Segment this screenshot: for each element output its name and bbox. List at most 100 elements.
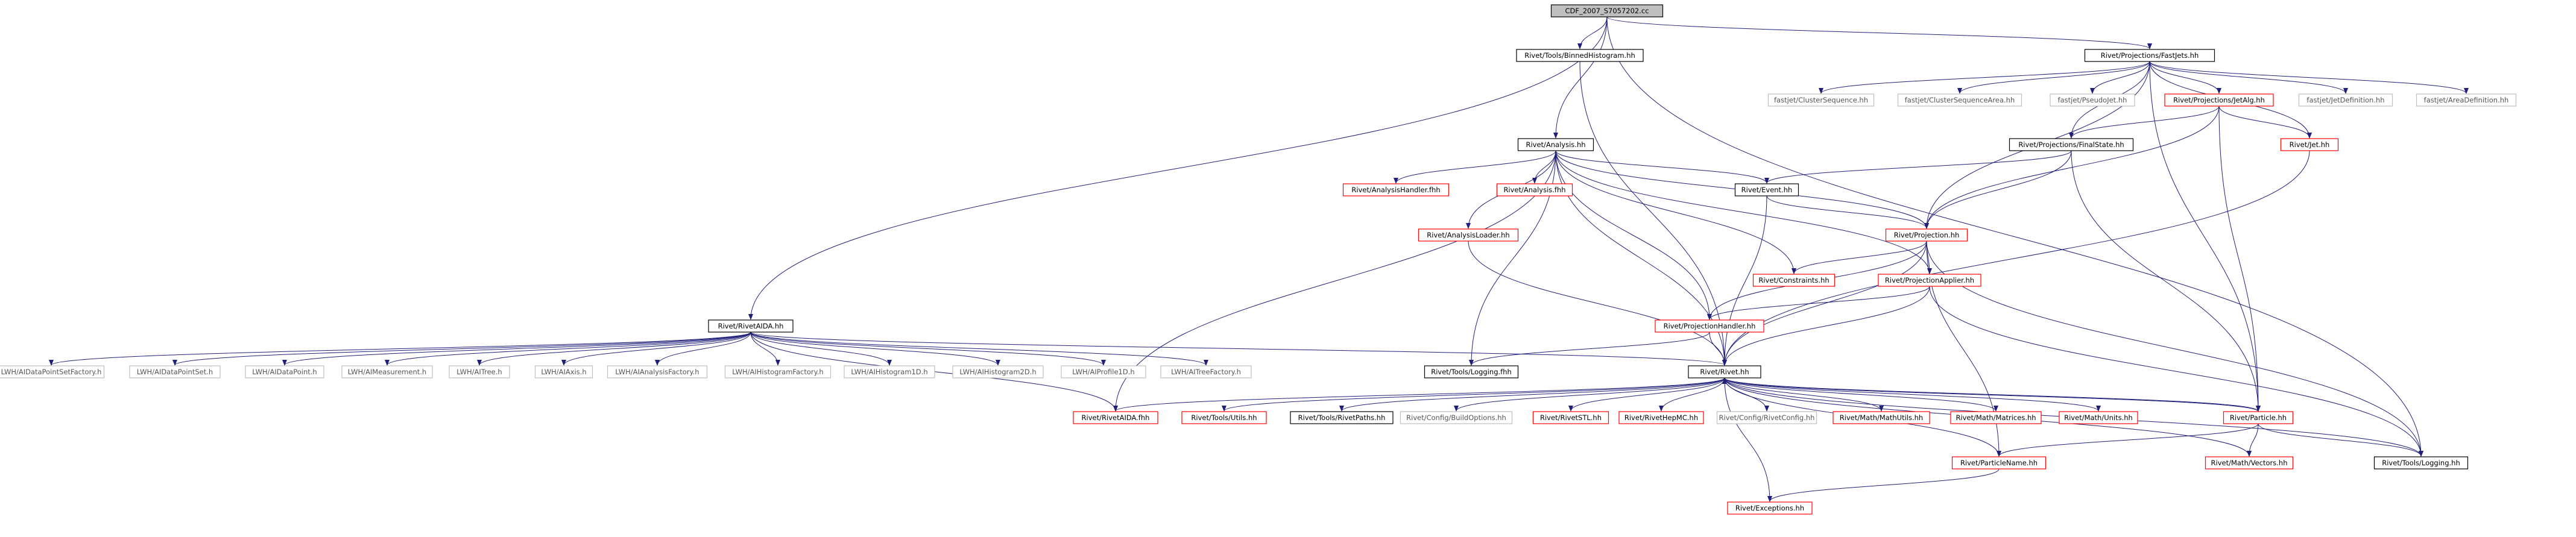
node-rivet-rivetstl-hh[interactable]: Rivet/RivetSTL.hh: [1532, 411, 1609, 424]
edge-rivetaida-to-lwh_h1d: [750, 331, 892, 366]
node-box: [1950, 411, 2042, 424]
edge-rivetaida-to-lwh_dp: [282, 331, 751, 366]
node-lwh-aiprofile1d-h: LWH/AIProfile1D.h: [1061, 365, 1146, 378]
node-box: [607, 365, 708, 378]
node-label: Rivet/Projection.hh: [1894, 231, 1960, 239]
edge-fastjets-to-jetalg: [2149, 61, 2221, 94]
node-box: [2084, 49, 2215, 62]
node-rivet-analysis-hh[interactable]: Rivet/Analysis.hh: [1517, 138, 1594, 151]
edge-particlename-to-exceptions: [1767, 468, 2000, 502]
edge-particle-to-vectors: [2247, 423, 2259, 457]
node-box: [2164, 93, 2274, 107]
node-rivet-projections-jetalg-hh[interactable]: Rivet/Projections/JetAlg.hh: [2164, 93, 2274, 107]
node-rivet-analysishandler-fhh[interactable]: Rivet/AnalysisHandler.fhh: [1342, 183, 1450, 196]
edges-layer: [49, 16, 2469, 502]
node-rivet-projectionapplier-hh[interactable]: Rivet/ProjectionApplier.hh: [1878, 274, 1981, 287]
node-rivet-rivetaida-fhh[interactable]: Rivet/RivetAIDA.fhh: [1073, 411, 1158, 424]
node-box: [952, 365, 1044, 378]
edge-event-to-rivethh: [1722, 195, 1767, 366]
node-rivet-tools-rivetpaths-hh[interactable]: Rivet/Tools/RivetPaths.hh: [1290, 411, 1394, 424]
node-rivet-analysisloader-hh[interactable]: Rivet/AnalysisLoader.hh: [1418, 228, 1519, 242]
node-lwh-aihistogramfactory-h: LWH/AIHistogramFactory.h: [724, 365, 832, 378]
node-label: Rivet/RivetHepMC.hh: [1624, 413, 1698, 422]
node-label: Rivet/Config/BuildOptions.hh: [1406, 413, 1506, 422]
edge-particle-to-rivethh: [1722, 378, 2259, 412]
node-label: Rivet/Math/Units.hh: [2064, 413, 2133, 422]
node-label: LWH/AIAxis.h: [541, 368, 586, 376]
edge-rivethh-to-toolsutils: [1222, 377, 1725, 412]
node-label: Rivet/ProjectionHandler.hh: [1664, 322, 1756, 330]
node-box: [2298, 93, 2393, 107]
node-rivet-particle-hh[interactable]: Rivet/Particle.hh: [2223, 411, 2294, 424]
node-box: [844, 365, 935, 378]
node-rivet-particlename-hh[interactable]: Rivet/ParticleName.hh: [1951, 456, 2047, 469]
node-box: [1517, 138, 1594, 151]
node-rivet-projectionhandler-hh[interactable]: Rivet/ProjectionHandler.hh: [1655, 319, 1764, 333]
edge-root-to-fastjets: [1606, 16, 2152, 49]
node-box: [129, 365, 221, 378]
edge-rivetaida-to-lwh_treefactory: [750, 331, 1208, 366]
node-box: [2416, 93, 2517, 107]
edge-rivethh-to-mathutils: [1724, 377, 1884, 412]
node-rivet-config-buildoptions-hh: Rivet/Config/BuildOptions.hh: [1400, 411, 1513, 424]
node-box: [1655, 319, 1764, 333]
edge-fastjets-to-jetdef: [2149, 61, 2348, 94]
node-rivet-rivethepmc-hh[interactable]: Rivet/RivetHepMC.hh: [1618, 411, 1704, 424]
edge-finalstate-to-particle: [2071, 150, 2261, 412]
edge-rivethh-to-matrices: [1724, 377, 1998, 412]
node-rivet-projections-fastjets-hh[interactable]: Rivet/Projections/FastJets.hh: [2084, 49, 2215, 62]
edge-rivethh-to-units: [1724, 377, 2101, 412]
node-box: [1532, 411, 1609, 424]
node-rivet-rivet-hh[interactable]: Rivet/Rivet.hh: [1688, 365, 1761, 378]
node-label: LWH/AIProfile1D.h: [1072, 368, 1134, 376]
edge-projapplier-to-toolslogging_hh: [1929, 286, 2423, 457]
edge-jetalg-to-particle: [2218, 105, 2261, 412]
node-box: [724, 365, 832, 378]
node-box: [1752, 274, 1836, 287]
node-cdf-2007-s7057202-cc[interactable]: CDF_2007_S7057202.cc: [1550, 4, 1664, 17]
node-rivet-math-units-hh[interactable]: Rivet/Math/Units.hh: [2059, 411, 2138, 424]
node-label: LWH/AIDataPoint.h: [252, 368, 317, 376]
node-label: Rivet/Analysis.hh: [1526, 140, 1585, 149]
node-box: [1618, 411, 1704, 424]
node-fastjet-clustersequencearea-hh: fastjet/ClusterSequenceArea.hh: [1897, 93, 2022, 107]
node-box: [1716, 411, 1817, 424]
node-box: [1290, 411, 1394, 424]
edge-fastjets-to-clusterseqarea: [1957, 61, 2150, 94]
edge-analysis-to-toolslogging_fhh: [1469, 150, 1556, 366]
node-rivet-math-matrices-hh[interactable]: Rivet/Math/Matrices.hh: [1950, 411, 2042, 424]
node-rivet-constraints-hh[interactable]: Rivet/Constraints.hh: [1752, 274, 1836, 287]
node-label: LWH/AIDataPointSet.h: [137, 368, 213, 376]
node-box: [1688, 365, 1761, 378]
node-fastjet-clustersequence-hh: fastjet/ClusterSequence.hh: [1767, 93, 1875, 107]
edge-projapplier-to-projhandler: [1707, 286, 1930, 320]
edge-rivethh-to-rivetstl: [1568, 377, 1725, 412]
node-rivet-analysis-fhh[interactable]: Rivet/Analysis.fhh: [1496, 183, 1573, 196]
node-rivet-math-mathutils-hh[interactable]: Rivet/Math/MathUtils.hh: [1833, 411, 1930, 424]
node-lwh-aihistogram2d-h: LWH/AIHistogram2D.h: [952, 365, 1044, 378]
edge-analysis-to-constraints: [1555, 150, 1796, 274]
edge-analysis-to-analysishandlerfhh: [1394, 150, 1556, 184]
node-rivet-tools-logging-fhh[interactable]: Rivet/Tools/Logging.fhh: [1424, 365, 1519, 378]
edge-root-to-toolslogging_hh: [1606, 16, 2423, 457]
node-rivet-event-hh[interactable]: Rivet/Event.hh: [1734, 183, 1799, 196]
node-lwh-aidatapoint-h: LWH/AIDataPoint.h: [245, 365, 324, 378]
node-rivet-tools-utils-hh[interactable]: Rivet/Tools/Utils.hh: [1181, 411, 1267, 424]
node-label: LWH/AIHistogramFactory.h: [732, 368, 823, 376]
node-box: [1418, 228, 1519, 242]
node-box: [1885, 228, 1968, 242]
node-box: [2059, 411, 2138, 424]
node-rivet-jet-hh[interactable]: Rivet/Jet.hh: [2280, 138, 2339, 151]
node-label: Rivet/ParticleName.hh: [1960, 459, 2038, 467]
node-label: Rivet/AnalysisLoader.hh: [1427, 231, 1509, 239]
node-rivet-rivetaida-hh[interactable]: Rivet/RivetAIDA.hh: [708, 319, 794, 333]
node-rivet-tools-logging-hh[interactable]: Rivet/Tools/Logging.hh: [2373, 456, 2469, 469]
node-rivet-math-vectors-hh[interactable]: Rivet/Math/Vectors.hh: [2205, 456, 2294, 469]
node-rivet-exceptions-hh[interactable]: Rivet/Exceptions.hh: [1727, 501, 1813, 515]
node-rivet-projection-hh[interactable]: Rivet/Projection.hh: [1885, 228, 1968, 242]
node-lwh-aihistogram1d-h: LWH/AIHistogram1D.h: [844, 365, 935, 378]
node-box: [1061, 365, 1146, 378]
node-rivet-tools-binnedhistogram-hh[interactable]: Rivet/Tools/BinnedHistogram.hh: [1516, 49, 1644, 62]
node-rivet-projections-finalstate-hh[interactable]: Rivet/Projections/FinalState.hh: [2009, 138, 2134, 151]
